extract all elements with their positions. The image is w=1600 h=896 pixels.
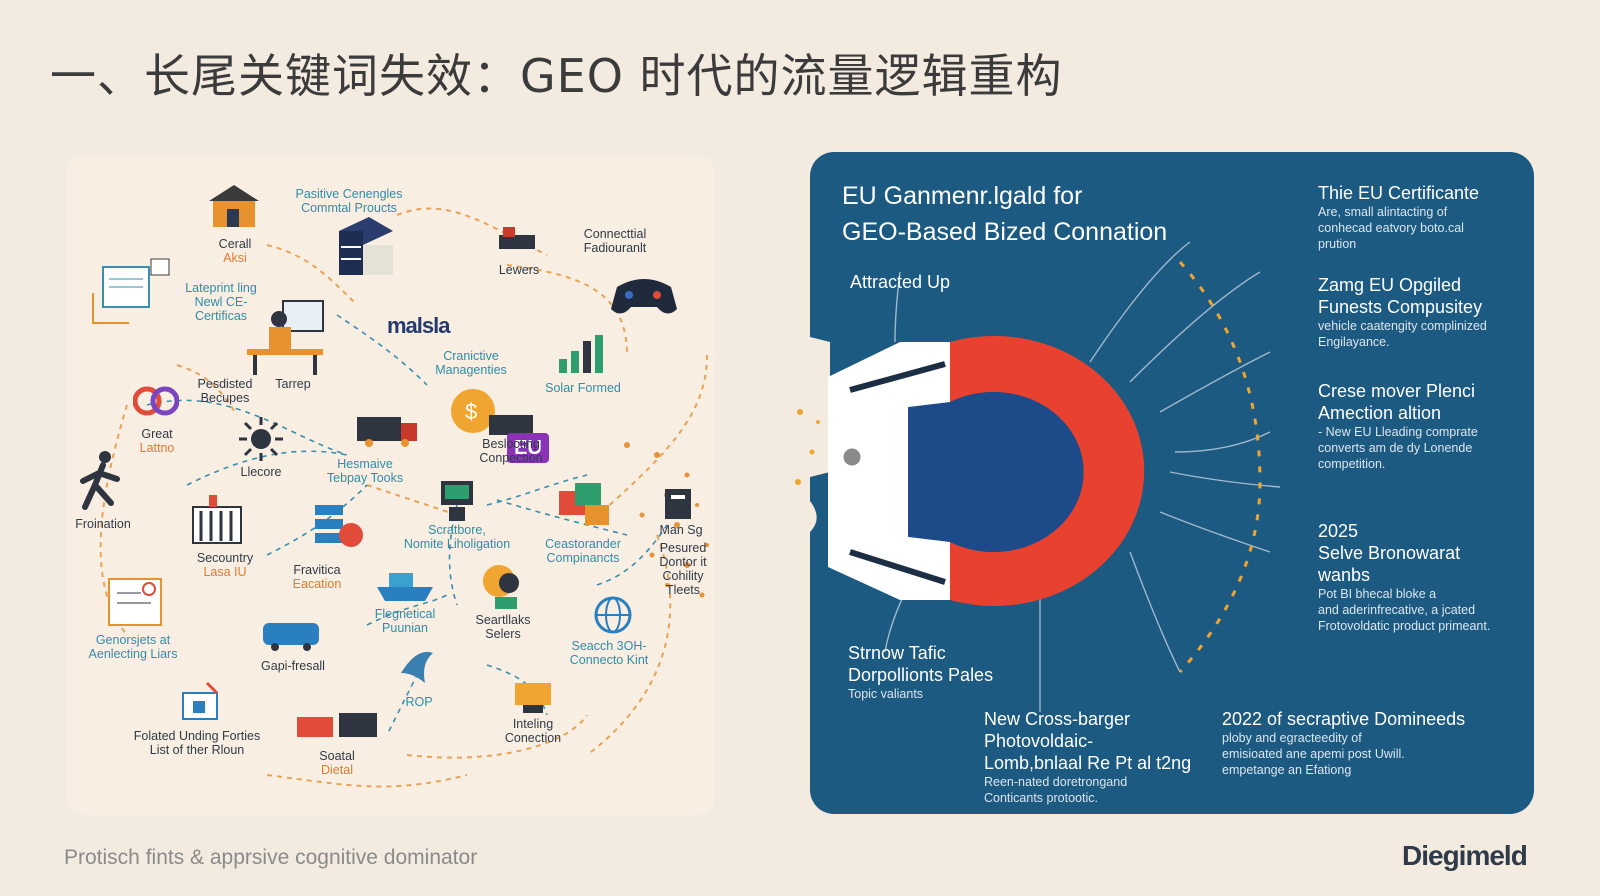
label-lewers: Lewers: [498, 263, 540, 277]
ship-icon: [377, 573, 433, 601]
label-ceastorander: Ceastorander Compinancts: [545, 537, 621, 565]
logo-blocks-icon: [315, 505, 363, 547]
label-beslocting: Beslocting Conpection: [479, 437, 543, 465]
document-dark-icon: [665, 489, 691, 519]
label-pesured: Pesured Dontor it Cohility Tleets: [659, 541, 707, 597]
person-laptop-icon: [247, 300, 324, 375]
kiosk-icon: [441, 481, 473, 521]
footer-caption: Protisch fints & apprsive cognitive domi…: [64, 846, 478, 869]
label-gapifresall: Gapi-fresall: [261, 659, 325, 673]
attracted-label: Attracted Up: [850, 272, 951, 292]
new-cross-item: New Cross-barger Photovoldaic- Lomb,bnla…: [984, 709, 1192, 805]
right-item-3: Crese mover Plenci Amection altion- New …: [1318, 381, 1478, 471]
globe-icon: [594, 596, 632, 634]
solar-panel-icon: [515, 683, 551, 713]
eu-badge: EU: [507, 433, 549, 463]
house-icon: [209, 185, 259, 227]
label-tarrep: Tarrep: [275, 377, 311, 391]
label-seartllaks: Seartllaks Selers: [475, 613, 531, 641]
label-scratbore: Scratbore, Nomite Liholigation: [403, 523, 511, 551]
label-hesmaive: Hesmaive Tebpay Tooks: [326, 457, 404, 485]
label-folated: Folated Unding Forties List of ther Rlou…: [133, 729, 261, 757]
building-icon: [182, 681, 219, 720]
truck-icon: [357, 417, 417, 447]
machine-icon: [499, 227, 535, 249]
running-person-icon: [80, 451, 120, 510]
brand-logo: Diegimeld: [1402, 840, 1528, 871]
label-inteling: Inteling Conection: [504, 717, 562, 745]
label-genorsjets: Genorsjets at Aenlecting Liars: [88, 633, 178, 661]
bar-chart-icon: [559, 335, 603, 373]
label-froination: Froination: [75, 517, 131, 531]
label-rop: ROP: [405, 695, 433, 709]
solar-charts-icon: [559, 483, 609, 525]
bus-icon: [263, 623, 319, 651]
magnet-illustration: [790, 241, 1281, 712]
user-globe-icon: [483, 565, 519, 609]
sun-icon: [239, 417, 283, 461]
label-flegnetical: Flegnetical Puunian: [374, 607, 436, 635]
document-board-icon: [92, 258, 170, 324]
left-icon-network-panel: $: [67, 155, 715, 815]
label-pesdisted: Pesdisted Becupes: [197, 377, 253, 405]
label-connecttial: Connecttial Fadiouranlt: [583, 227, 647, 255]
flow-lines: [99, 207, 709, 788]
label-positive: Pasitive Cenengles Commtal Proucts: [295, 187, 403, 215]
svg-text:$: $: [465, 399, 477, 424]
factory-icon: [192, 495, 242, 544]
coin-keyboard-icon: $: [451, 389, 533, 435]
machine-parts-icon: [297, 713, 377, 737]
label-llecore: Llecore: [240, 465, 282, 479]
malsla-logo: malsla: [387, 313, 450, 338]
page-title: 一、长尾关键词失效：GEO 时代的流量逻辑重构: [50, 49, 1063, 103]
infinity-icon: [133, 386, 179, 416]
certificate-icon: [108, 578, 162, 626]
label-lateprinting: Lateprint ling Newl CE- Certificas: [185, 281, 257, 323]
label-seacch: Seacch 3OH- Connecto Kint: [569, 639, 649, 667]
label-mansg: Man Sg: [659, 523, 703, 537]
label-solar: Solar Formed: [545, 381, 621, 395]
right-panel-title: EU Ganmenr.lgald for GEO-Based Bized Con…: [842, 182, 1168, 246]
game-controller-icon: [611, 279, 677, 314]
server-stack-icon: [339, 217, 393, 275]
label-cranictive: Cranictive Managenties: [435, 349, 507, 377]
bird-icon: [401, 651, 433, 683]
